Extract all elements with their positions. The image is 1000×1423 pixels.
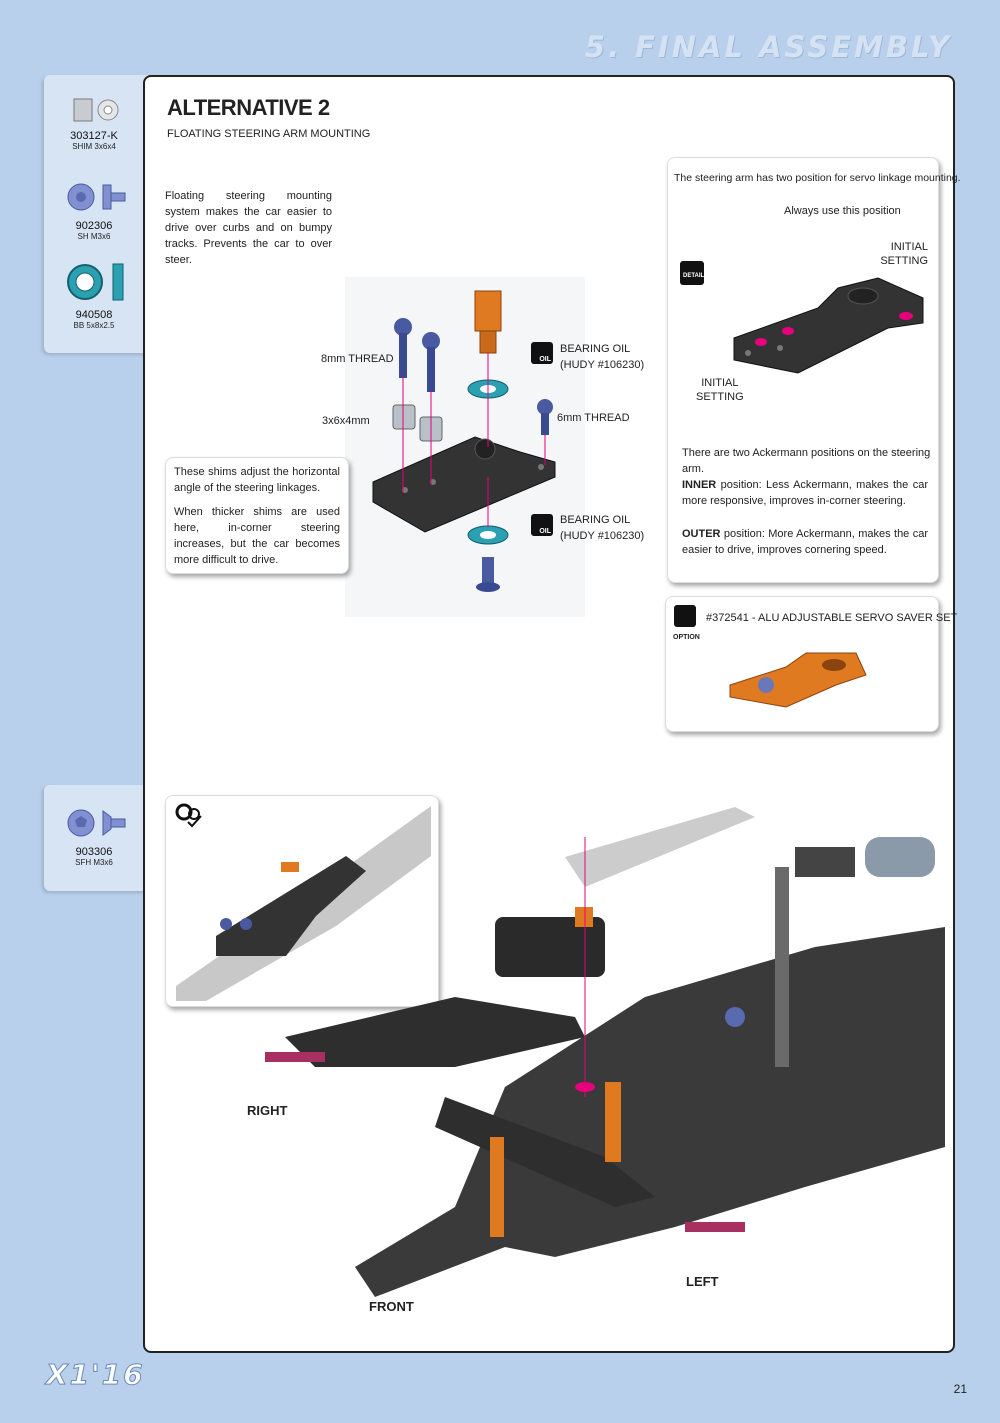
oil-icon: OIL [531,514,553,536]
label-8mm-thread: 8mm THREAD [321,353,394,365]
detail-icon: DETAIL [680,261,704,285]
brand-logo: X1'16 [46,1358,145,1392]
exploded-diagram [345,277,585,617]
outer-desc: position: More Ackermann, makes the car … [682,528,928,556]
initial-setting-label: INITIAL SETTING [880,240,928,268]
bearing-icon [67,263,124,301]
initial-setting-label-2: INITIAL SETTING [696,376,744,404]
steering-arm-detail [733,277,924,374]
shims-note: These shims adjust the horizontal angle … [165,457,349,574]
part-bearing: 940508 BB 5x8x2.5 [44,260,144,330]
detail-icon-label: DETAIL [683,273,705,279]
intro-text: Floating steering mounting system makes … [165,190,332,266]
shims-note-p2: When thicker shims are used here, in-cor… [174,506,340,566]
oil-icon-label: OIL [539,356,551,363]
oil-icon-label: OIL [539,528,551,535]
servo-saver-image [729,652,867,708]
initial-setting-text: SETTING [880,255,928,267]
initial-setting-text: SETTING [696,391,744,403]
inner-desc: position: Less Ackermann, makes the car … [682,479,928,507]
bearing-oil-ref: (HUDY #106230) [560,359,645,371]
bearing-oil-label-bottom: BEARING OIL (HUDY #106230) [560,512,644,544]
inner-position-text: INNER position: Less Ackermann, makes th… [682,477,928,509]
detail-top-text: The steering arm has two position for se… [674,172,961,184]
inner-label: INNER [682,479,717,491]
outer-label: OUTER [682,528,721,540]
detail-card: The steering arm has two position for se… [667,157,961,583]
gear-check-icon [174,802,204,828]
chassis-assembly [265,807,945,1297]
thumbs-up-icon [674,605,696,627]
bearing-oil-text: BEARING OIL [560,343,631,355]
part-desc: SH M3x6 [77,232,111,241]
flat-screw-icon [67,809,126,837]
outer-position-text: OUTER position: More Ackermann, makes th… [682,526,928,558]
part-code: 303127-K [70,130,118,142]
parts-sidebar-top: 303127-K SHIM 3x6x4 902306 SH M3x6 94050… [44,75,148,353]
assembly-inset [165,795,439,1007]
direction-front: FRONT [369,1299,414,1314]
part-flat-screw: 903306 SFH M3x6 [44,805,144,867]
option-label: OPTION [673,634,700,641]
oil-icon: OIL [531,342,553,364]
direction-left: LEFT [686,1274,719,1289]
part-shim: 303127-K SHIM 3x6x4 [44,95,144,151]
option-card: OPTION #372541 - ALU ADJUSTABLE SERVO SA… [665,596,957,732]
part-code: 903306 [75,846,113,858]
bearing-oil-ref: (HUDY #106230) [560,530,645,542]
ackermann-text: There are two Ackermann positions on the… [682,447,931,475]
parts-sidebar-bottom: 903306 SFH M3x6 [44,785,148,891]
part-desc: SHIM 3x6x4 [72,142,116,151]
initial-setting-text: INITIAL [701,377,739,389]
bearing-oil-label-top: BEARING OIL (HUDY #106230) [560,341,644,373]
shims-note-p1: These shims adjust the horizontal angle … [174,466,340,494]
label-shim-size: 3x6x4mm [322,415,370,427]
screw-icon [67,183,126,211]
always-use-label: Always use this position [784,205,901,217]
part-desc: BB 5x8x2.5 [73,321,115,330]
label-6mm-thread: 6mm THREAD [557,412,630,424]
section-title: 5. FINAL ASSEMBLY [584,30,952,64]
page-number: 21 [953,1382,967,1396]
part-desc: SFH M3x6 [75,858,113,867]
option-part-text: #372541 - ALU ADJUSTABLE SERVO SAVER SET [706,612,958,624]
shim-icon [73,98,119,122]
part-code: 940508 [75,309,113,321]
main-panel: ALTERNATIVE 2 FLOATING STEERING ARM MOUN… [143,75,961,1353]
initial-setting-text: INITIAL [890,241,928,253]
part-screw: 902306 SH M3x6 [44,179,144,241]
page-title: ALTERNATIVE 2 [167,95,330,120]
part-code: 902306 [75,220,113,232]
bearing-oil-text: BEARING OIL [560,514,631,526]
direction-right: RIGHT [247,1103,288,1118]
page-subtitle: FLOATING STEERING ARM MOUNTING [167,128,371,140]
